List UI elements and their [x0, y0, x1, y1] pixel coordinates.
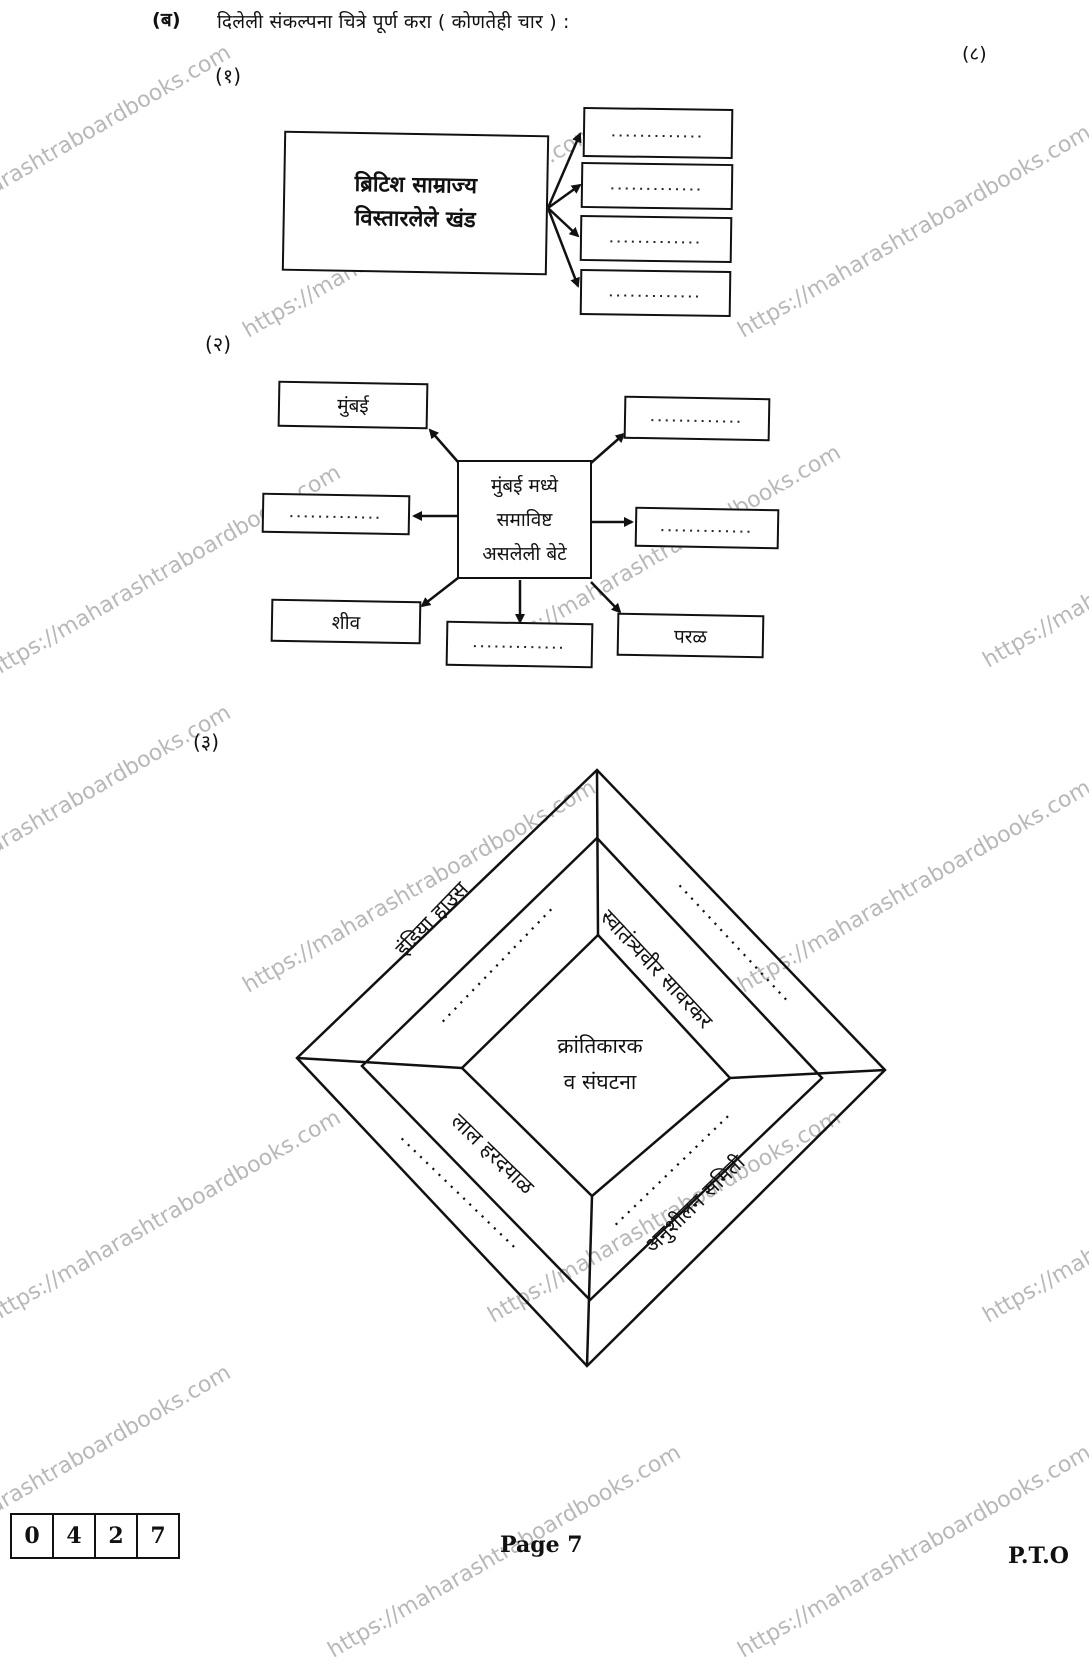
- question-label: (ब): [152, 9, 181, 31]
- code-digit: 2: [96, 1515, 138, 1557]
- diagram-2-center-line2: समाविष्ट: [496, 508, 553, 531]
- code-digit: 0: [12, 1515, 54, 1557]
- code-digit: 4: [54, 1515, 96, 1557]
- paper-code-boxes: 0 4 2 7: [10, 1513, 180, 1559]
- diagram-1-connectors: [546, 132, 582, 288]
- pto-label: P.T.O: [1008, 1543, 1069, 1569]
- diagram-3-diamond: [295, 768, 887, 1368]
- diagram-3-center-text: क्रांतिकारक व संघटना: [520, 1028, 680, 1100]
- page-number: Page 7: [500, 1532, 583, 1558]
- code-digit: 7: [150, 1523, 166, 1549]
- diagram-3-center-line1: क्रांतिकारक: [557, 1034, 643, 1058]
- diagram-2-center-box: मुंबई मध्ये समाविष्ट असलेली बेटे: [457, 460, 592, 579]
- diagram-3-center-line2: व संघटना: [563, 1070, 637, 1094]
- diagram-2-number: (२): [205, 332, 232, 356]
- marks-label: (८): [962, 43, 987, 65]
- diagram-2-center-line3: असलेली बेटे: [482, 542, 567, 565]
- diagram-2-connectors: [412, 428, 634, 624]
- question-instruction: दिलेली संकल्पना चित्रे पूर्ण करा ( कोणते…: [217, 11, 570, 33]
- diagram-1-number: (१): [215, 64, 242, 88]
- diagram-3-number: (३): [193, 730, 220, 754]
- diagram-2-center-line1: मुंबई मध्ये: [490, 474, 559, 497]
